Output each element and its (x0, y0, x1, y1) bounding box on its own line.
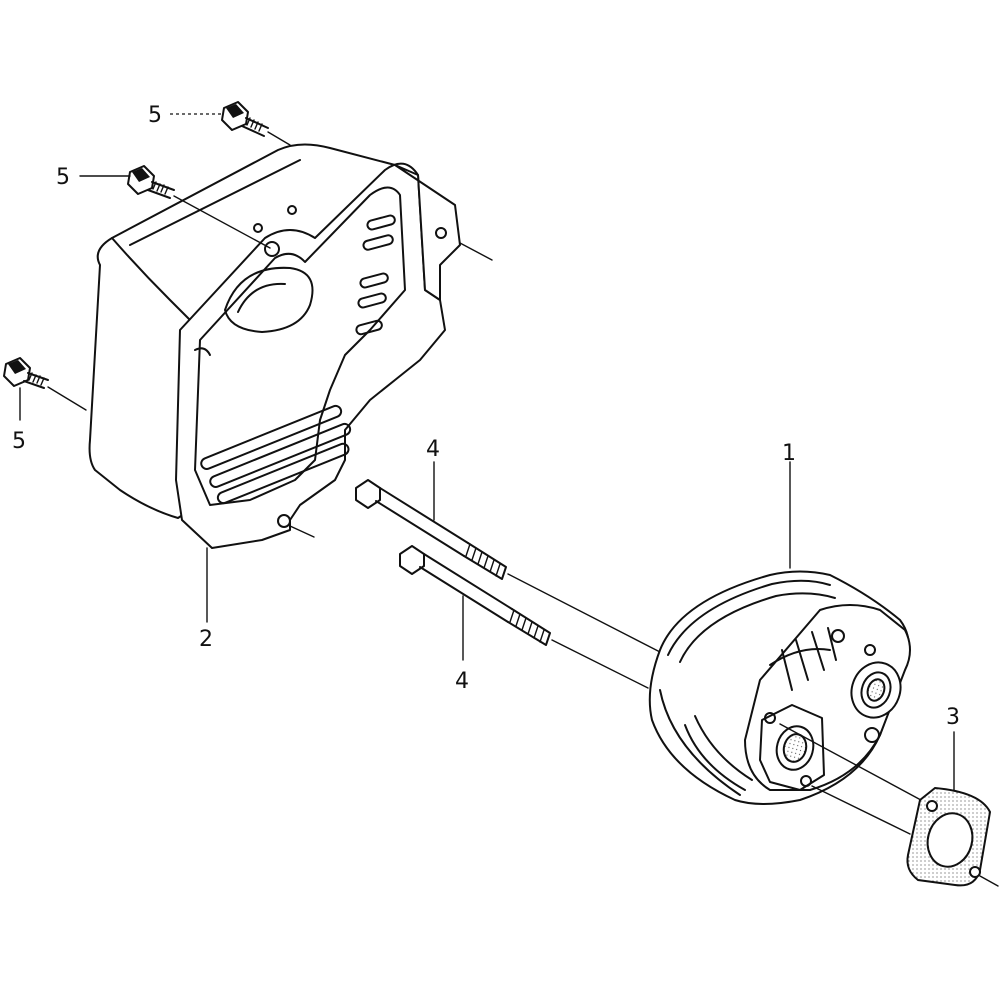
callout-flange-bolt-middle: 5 (56, 165, 70, 190)
callout-labels: 1 2 3 4 4 5 5 5 (12, 103, 960, 730)
callout-flange-bolt-top: 5 (148, 103, 162, 128)
callout-stud-bolt-lower: 4 (455, 669, 469, 694)
muffler-protector-part (88, 143, 493, 549)
callout-muffler-protector: 2 (199, 627, 213, 652)
flange-bolt-top-part (221, 101, 291, 146)
flange-bolt-middle-part (127, 165, 271, 249)
muffler-part (648, 570, 933, 835)
callout-stud-bolt-upper: 4 (426, 437, 440, 462)
callout-flange-bolt-left: 5 (12, 429, 26, 454)
flange-bolt-left-part (3, 357, 87, 411)
leader-lines (19, 113, 955, 791)
stud-bolt-upper-part (355, 479, 661, 653)
muffler-gasket-part (906, 786, 999, 887)
callout-muffler: 1 (782, 441, 796, 466)
stud-bolt-lower-part (399, 545, 649, 689)
callout-muffler-gasket: 3 (946, 705, 960, 730)
